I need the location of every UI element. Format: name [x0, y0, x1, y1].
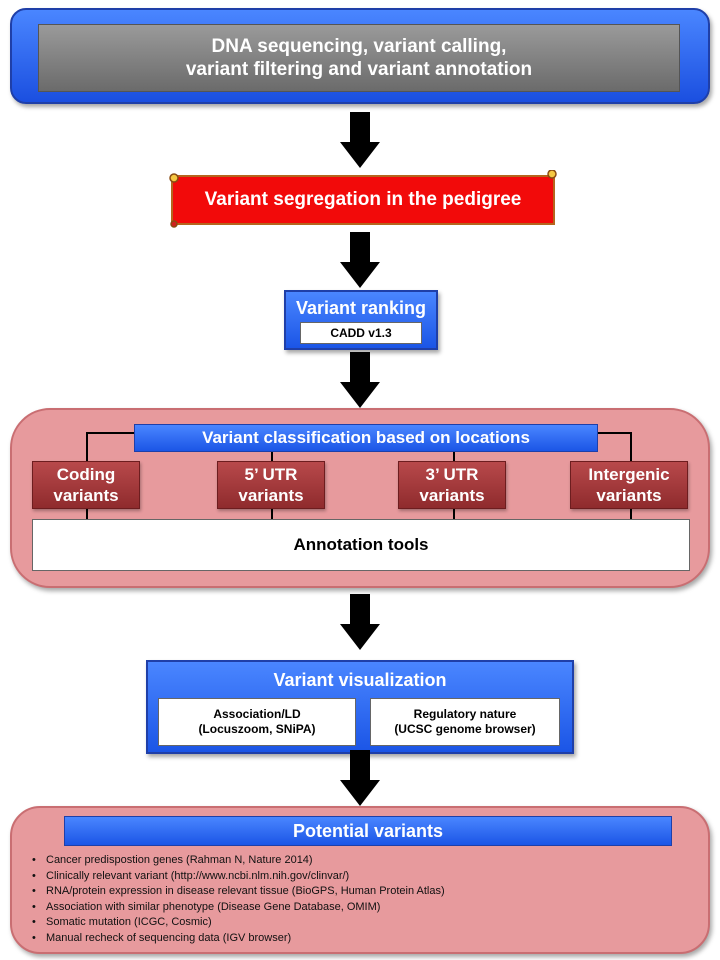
location-line2: variants — [53, 486, 119, 505]
visualization-box: Variant visualization Association/LD (Lo… — [146, 660, 574, 754]
ranking-title: Variant ranking — [295, 298, 427, 318]
location-line2: variants — [238, 486, 304, 505]
down-arrow-icon — [340, 352, 380, 408]
connector-line — [630, 508, 632, 520]
association-line2: (Locuszoom, SNiPA) — [198, 722, 316, 736]
segregation-label: Variant segregation in the pedigree — [204, 189, 522, 210]
location-line1: Intergenic — [588, 465, 670, 484]
connector-line — [86, 432, 88, 462]
potential-variants-list: Cancer predispostion genes (Rahman N, Na… — [30, 853, 700, 946]
list-item: RNA/protein expression in disease releva… — [30, 884, 700, 900]
location-line2: variants — [419, 486, 485, 505]
sequencing-step-line2: variant filtering and variant annotation — [185, 59, 533, 80]
list-item: Association with similar phenotype (Dise… — [30, 900, 700, 916]
sequencing-step-line1: DNA sequencing, variant calling, — [211, 36, 507, 57]
connector-line — [598, 432, 632, 434]
segregation-scroll: Variant segregation in the pedigree — [168, 170, 558, 230]
list-item: Manual recheck of sequencing data (IGV b… — [30, 931, 700, 947]
connector-line — [271, 508, 273, 520]
connector-line — [86, 432, 136, 434]
visualization-title: Variant visualization — [273, 670, 447, 690]
down-arrow-icon — [340, 594, 380, 650]
location-line1: Coding — [56, 465, 116, 484]
association-ld-box: Association/LD (Locuszoom, SNiPA) — [158, 698, 356, 746]
location-3utr: 3’ UTR variants — [398, 461, 506, 509]
classification-header: Variant classification based on location… — [134, 424, 598, 452]
association-line1: Association/LD — [213, 707, 301, 721]
cadd-label: CADD v1.3 — [300, 322, 422, 344]
connector-line — [630, 432, 632, 462]
location-line1: 3’ UTR — [425, 465, 479, 484]
down-arrow-icon — [340, 112, 380, 168]
regulatory-line1: Regulatory nature — [413, 707, 517, 721]
list-item: Cancer predispostion genes (Rahman N, Na… — [30, 853, 700, 869]
ranking-box: Variant ranking CADD v1.3 — [284, 290, 438, 350]
list-item: Somatic mutation (ICGC, Cosmic) — [30, 915, 700, 931]
location-coding: Coding variants — [32, 461, 140, 509]
location-intergenic: Intergenic variants — [570, 461, 688, 509]
annotation-tools-box: Annotation tools — [32, 519, 690, 571]
regulatory-box: Regulatory nature (UCSC genome browser) — [370, 698, 560, 746]
sequencing-step-label: DNA sequencing, variant calling, variant… — [38, 24, 680, 92]
potential-variants-header: Potential variants — [64, 816, 672, 846]
connector-line — [271, 452, 273, 462]
list-item: Clinically relevant variant (http://www.… — [30, 869, 700, 885]
connector-line — [453, 508, 455, 520]
connector-line — [86, 508, 88, 520]
location-line2: variants — [596, 486, 662, 505]
connector-line — [453, 452, 455, 462]
location-line1: 5’ UTR — [244, 465, 298, 484]
down-arrow-icon — [340, 232, 380, 288]
regulatory-line2: (UCSC genome browser) — [394, 722, 536, 736]
down-arrow-icon — [340, 750, 380, 806]
location-5utr: 5’ UTR variants — [217, 461, 325, 509]
